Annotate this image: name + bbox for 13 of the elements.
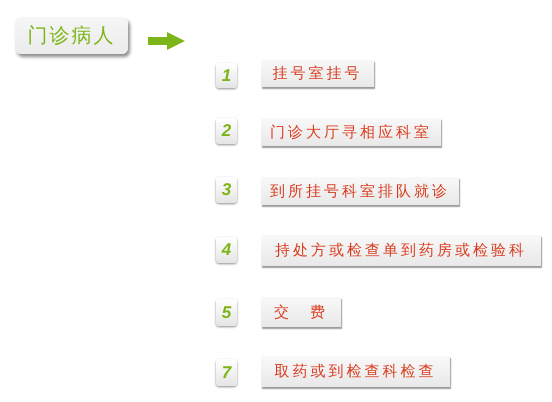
step-box: 持处方或检查单到药房或检验科 — [261, 235, 541, 266]
step-number-tile: 1 — [216, 63, 237, 88]
step-number-tile: 3 — [216, 177, 237, 203]
step-number-tile: 7 — [216, 359, 237, 386]
start-box: 门诊病人 — [15, 17, 128, 54]
step-number-tile: 2 — [216, 118, 237, 144]
step-box: 取药或到检查科检查 — [261, 356, 450, 387]
step-box: 门诊大厅寻相应科室 — [261, 118, 441, 146]
step-box: 交 费 — [261, 297, 341, 327]
step-number-tile: 5 — [216, 299, 237, 326]
step-number-tile: 4 — [216, 237, 237, 263]
step-box: 挂号室挂号 — [261, 60, 374, 87]
step-box: 到所挂号科室排队就诊 — [261, 177, 459, 205]
